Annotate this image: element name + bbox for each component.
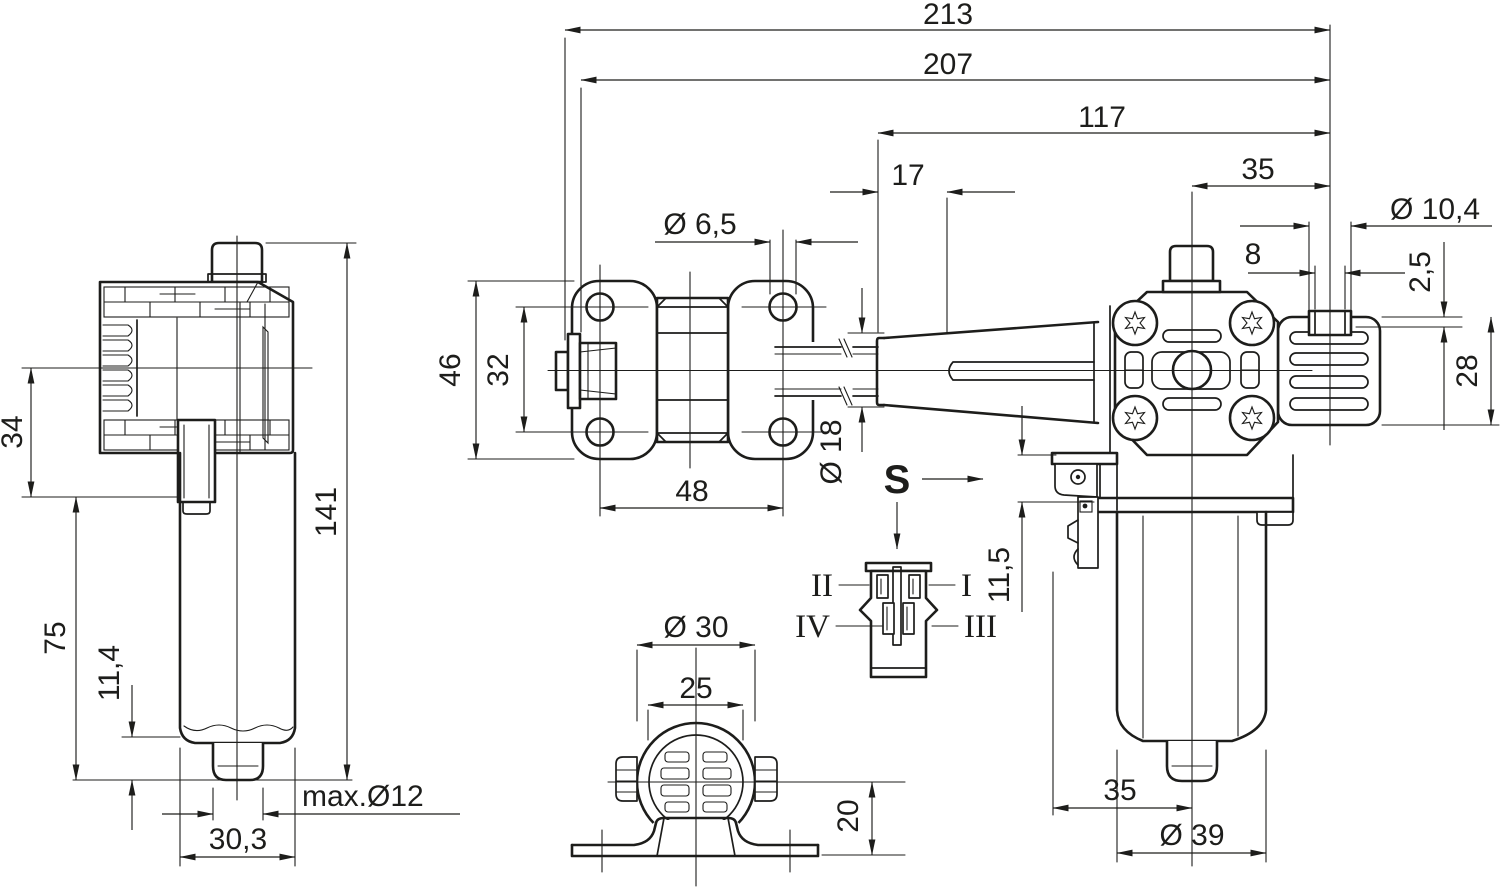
dim-motor-dia-39: Ø 39	[1159, 819, 1224, 852]
dim-holes-32: 32	[482, 353, 515, 386]
dim-foot-20: 20	[832, 799, 865, 832]
pin-label-i: I	[961, 568, 972, 604]
dim-length-117: 117	[1078, 101, 1126, 134]
dim-step-2-5: 2,5	[1404, 251, 1437, 293]
side-view-motor-gearbox	[98, 241, 297, 782]
dim-width-30-3: 30,3	[209, 823, 267, 856]
dim-bottom-35: 35	[1103, 774, 1136, 807]
dim-gearbox-34: 34	[0, 415, 29, 448]
dim-pivot-8: 8	[1245, 238, 1262, 271]
end-view-motor-bracket	[570, 721, 820, 873]
section-label: S	[884, 458, 911, 502]
dim-end-flat-25: 25	[679, 672, 712, 705]
dim-flange-28: 28	[1451, 354, 1484, 387]
pin-label-ii: II	[811, 568, 833, 604]
dim-overall-length: 213	[923, 0, 973, 31]
dim-max-12: max.Ø12	[302, 780, 424, 813]
dim-bracket-46: 46	[434, 353, 467, 386]
top-view-gearbox-motor	[875, 244, 1382, 783]
pin-label-iii: III	[964, 609, 997, 645]
pin-label-iv: IV	[795, 609, 830, 645]
dim-motor-75: 75	[39, 621, 72, 654]
dim-arm-dia-18: Ø 18	[815, 419, 848, 484]
dim-holes-48: 48	[675, 475, 708, 508]
dimensions: 213 207 117 17 35 Ø 10,4 8 2,5 28 46 32 …	[0, 0, 1500, 867]
dim-shaft-11-4: 11,4	[93, 645, 126, 701]
dim-offset-17: 17	[891, 159, 924, 192]
dim-pivot-dia: Ø 10,4	[1390, 193, 1480, 226]
center-lines	[21, 24, 1331, 887]
dim-top-35: 35	[1241, 153, 1274, 186]
dim-connector-11-5: 11,5	[983, 547, 1016, 603]
connector-section-detail	[858, 561, 939, 679]
dim-hole-dia: Ø 6,5	[663, 208, 736, 241]
dim-height-141: 141	[310, 487, 343, 537]
dim-end-dia-30: Ø 30	[663, 611, 728, 644]
dim-length-207: 207	[923, 48, 973, 81]
